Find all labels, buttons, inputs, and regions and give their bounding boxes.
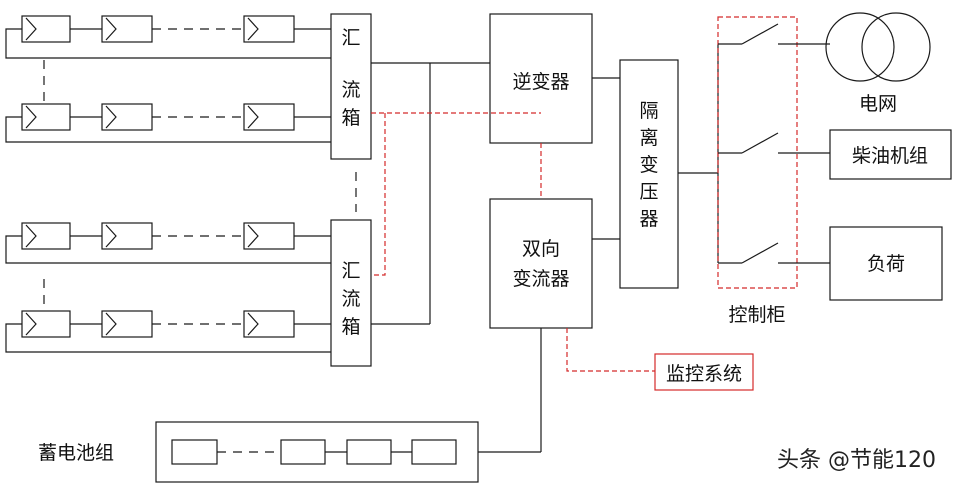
inverter-block: 逆变器	[489, 13, 593, 144]
combiner-box-label-char: 箱	[341, 107, 360, 129]
combiner-box-label-char: 箱	[341, 316, 360, 338]
pv-module	[21, 222, 71, 250]
pv-module	[21, 103, 71, 131]
combiner-box-label-char: 流	[341, 288, 360, 310]
grid-transformer-icon	[825, 12, 895, 82]
pv-module	[101, 222, 153, 250]
battery-cell	[280, 439, 326, 465]
watermark-text: 头条 @节能120	[777, 448, 936, 473]
pv-array-top	[5, 15, 331, 143]
pv-array-bottom	[5, 222, 331, 353]
control-cabinet-label: 控制柜	[728, 304, 785, 326]
battery-cell	[411, 439, 457, 465]
pv-string-1	[5, 15, 331, 59]
pv-module	[101, 310, 153, 338]
transformer-label-char: 隔	[639, 100, 658, 122]
combiner-box-label-char: 汇	[341, 260, 360, 282]
switch-load	[718, 242, 830, 264]
pv-string-2	[5, 103, 331, 143]
pv-module	[243, 310, 295, 338]
pv-module	[101, 103, 153, 131]
control-links	[371, 112, 655, 372]
battery-cell	[171, 439, 218, 465]
transformer-label-char: 压	[639, 181, 658, 203]
load-label: 负荷	[867, 253, 905, 275]
battery-pack-label: 蓄电池组	[38, 442, 114, 464]
battery-cell	[346, 439, 392, 465]
diesel-generator-label: 柴油机组	[852, 145, 928, 167]
transformer-label-char: 变	[639, 154, 658, 176]
grid-label: 电网	[859, 93, 897, 115]
transformer-label-char: 离	[639, 127, 658, 149]
converter-label-line2: 变流器	[512, 268, 569, 290]
pv-module	[243, 15, 295, 43]
load-block: 负荷	[829, 226, 943, 301]
pv-module	[21, 15, 71, 43]
diesel-generator-block: 柴油机组	[829, 129, 952, 180]
pv-module	[243, 103, 295, 131]
control-cabinet: 控制柜	[717, 16, 830, 326]
combiner-box-label-char: 汇	[341, 27, 360, 49]
combiner-box-label-char: 流	[341, 79, 360, 101]
switch-diesel	[718, 132, 830, 154]
dc-bus	[371, 62, 490, 325]
combiner-box-bottom: 汇 流 箱	[330, 219, 372, 367]
monitoring-system-block: 监控系统	[654, 353, 754, 391]
pv-string-4	[5, 310, 331, 353]
inverter-label: 逆变器	[512, 71, 569, 93]
pv-string-3	[5, 222, 331, 264]
combiner-box-top: 汇 流 箱	[330, 13, 372, 160]
isolation-transformer-block: 隔 离 变 压 器	[619, 59, 679, 289]
pv-module	[21, 310, 71, 338]
converter-label-line1: 双向	[522, 238, 560, 260]
switch-grid	[718, 23, 830, 45]
transformer-label-char: 器	[639, 208, 658, 230]
pv-module	[101, 15, 153, 43]
monitoring-system-label: 监控系统	[666, 363, 742, 385]
ac-bus	[678, 44, 719, 263]
grid-block: 电网	[825, 12, 931, 115]
battery-pack-block: 蓄电池组	[38, 328, 542, 483]
bidirectional-converter-block: 双向 变流器	[489, 198, 593, 329]
pv-module	[243, 222, 295, 250]
